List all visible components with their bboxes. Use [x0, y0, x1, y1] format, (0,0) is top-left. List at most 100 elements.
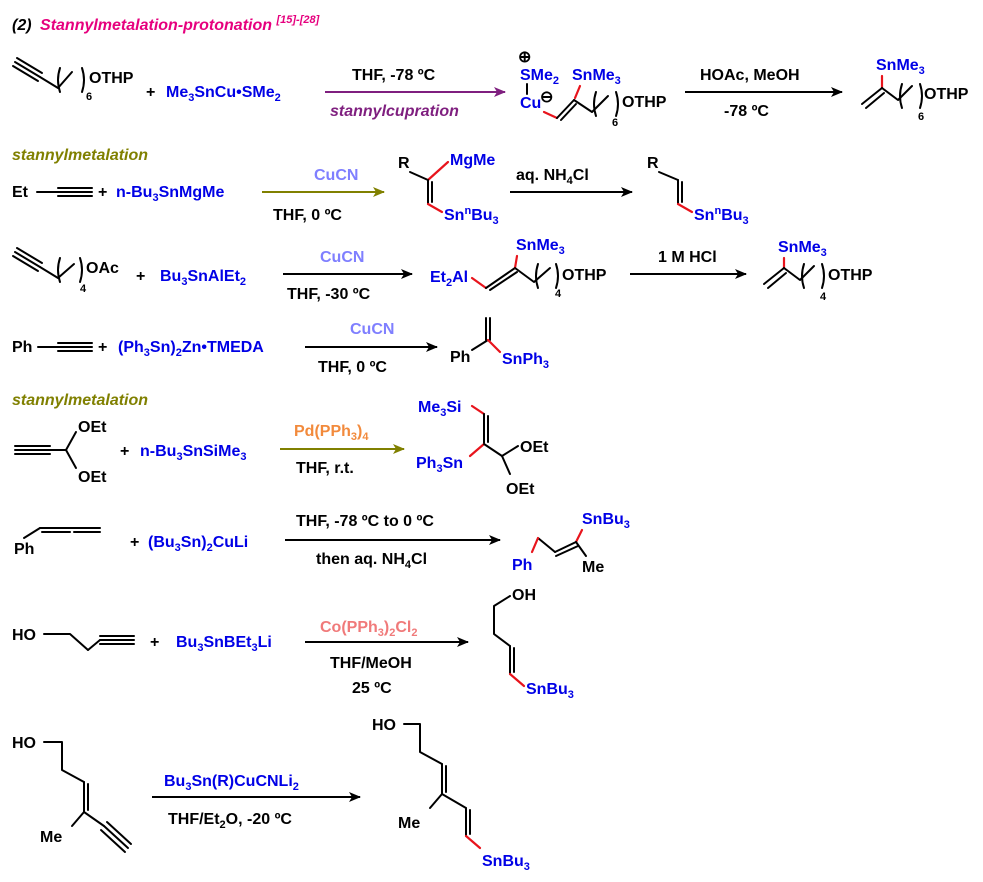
r3-arrow2-top: 1 M HCl — [658, 249, 717, 266]
r5-sub-oet2: OEt — [78, 469, 107, 486]
reaction-4: Ph + (Ph3Sn)2Zn•TMEDA CuCN THF, 0 ºC Ph … — [12, 317, 549, 376]
r1-sub-othp: OTHP — [89, 70, 134, 87]
r5-plus: + — [120, 443, 129, 460]
r2-plus: + — [98, 184, 107, 201]
reaction-3: OAc 4 + Bu3SnAlEt2 CuCN THF, -30 ºC Et2A… — [12, 237, 873, 303]
r4-product: Ph SnPh3 — [450, 317, 549, 371]
r2-reagent: n-Bu3SnMgMe — [116, 184, 224, 204]
r5-prod-me3si: Me3Si — [418, 399, 461, 419]
r4-prod-ph: Ph — [450, 349, 470, 366]
r4-arrow1-bottom: THF, 0 ºC — [318, 359, 387, 376]
r3-sub-oac: OAc — [86, 260, 119, 277]
reaction-8: HO Me Bu3Sn(R)CuCNLi2 THF/Et2O, -20 ºC H… — [12, 717, 530, 873]
r8-sub-ho: HO — [12, 735, 36, 752]
r1-arrow2-top: HOAc, MeOH — [700, 67, 800, 84]
r8-prod-me: Me — [398, 815, 420, 832]
r7-arrow1-mid: THF/MeOH — [330, 655, 412, 672]
r1-int-plus: ⊕ — [518, 49, 531, 66]
r6-arrow1-bottom: then aq. NH4Cl — [316, 551, 427, 571]
r7-plus: + — [150, 634, 159, 651]
r7-product: OH SnBu3 — [493, 587, 574, 701]
r2-int-sn: SnnBu3 — [444, 205, 499, 227]
r3-int-snme3: SnMe3 — [516, 237, 565, 257]
r4-sub-ph: Ph — [12, 339, 32, 356]
r4-reagent: (Ph3Sn)2Zn•TMEDA — [118, 339, 264, 359]
r2-arrow1-top: CuCN — [314, 167, 358, 184]
reaction-5: OEt OEt + n-Bu3SnSiMe3 Pd(PPh3)4 THF, r.… — [14, 399, 549, 498]
r8-product: HO Me SnBu3 — [372, 717, 530, 873]
r6-prod-me: Me — [582, 559, 604, 576]
r2-intermediate: R MgMe SnnBu3 — [398, 152, 499, 227]
r7-substrate: HO — [12, 627, 135, 651]
r3-arrow1-bottom: THF, -30 ºC — [287, 286, 371, 303]
r1-product: SnMe3 OTHP 6 — [861, 57, 969, 123]
label-stannylmetalation-1: stannylmetalation — [12, 147, 148, 164]
r6-plus: + — [130, 534, 139, 551]
r4-prod-sn: SnPh3 — [502, 351, 549, 371]
r7-prod-sn: SnBu3 — [526, 681, 574, 701]
r6-reagent: (Bu3Sn)2CuLi — [148, 534, 248, 554]
r1-int-snme3: SnMe3 — [572, 67, 621, 87]
r2-arrow2-top: aq. NH4Cl — [516, 167, 589, 187]
r3-product: SnMe3 OTHP 4 — [763, 239, 873, 303]
r8-substrate: HO Me — [12, 735, 132, 853]
r3-prod-n: 4 — [820, 291, 827, 303]
r5-prod-ph3sn: Ph3Sn — [416, 455, 463, 475]
r6-sub-ph: Ph — [14, 541, 34, 558]
r6-arrow1-top: THF, -78 ºC to 0 ºC — [296, 513, 434, 530]
r8-sub-me: Me — [40, 829, 62, 846]
section-title: Stannylmetalation-protonation — [40, 17, 272, 34]
r6-prod-ph: Ph — [512, 557, 532, 574]
r1-intermediate: ⊕ SMe2 SnMe3 Cu ⊖ OTHP 6 — [518, 49, 667, 129]
r1-prod-othp: OTHP — [924, 86, 969, 103]
r5-prod-oet1: OEt — [520, 439, 549, 456]
r8-arrow1-top: Bu3Sn(R)CuCNLi2 — [164, 773, 299, 793]
r8-prod-ho: HO — [372, 717, 396, 734]
r1-sub-n: 6 — [86, 91, 92, 103]
r2-int-r: R — [398, 155, 410, 172]
r2-prod-sn: SnnBu3 — [694, 205, 749, 227]
r5-substrate: OEt OEt — [14, 419, 107, 486]
r3-reagent: Bu3SnAlEt2 — [160, 268, 246, 288]
reaction-1: OTHP 6 + Me3SnCu•SMe2 THF, -78 ºC stanny… — [12, 49, 969, 129]
r8-prod-sn: SnBu3 — [482, 853, 530, 873]
r5-arrow1-top: Pd(PPh3)4 — [294, 423, 369, 443]
r3-sub-n: 4 — [80, 283, 87, 295]
r1-prod-snme3: SnMe3 — [876, 57, 925, 77]
r7-arrow1-bottom: 25 ºC — [352, 680, 392, 697]
r4-plus: + — [98, 339, 107, 356]
r1-int-sme2: SMe2 — [520, 67, 559, 87]
r1-int-cu: Cu — [520, 95, 541, 112]
r8-arrow1-bottom: THF/Et2O, -20 ºC — [168, 811, 292, 831]
r7-arrow1-top: Co(PPh3)2Cl2 — [320, 619, 417, 639]
r3-int-othp: OTHP — [562, 267, 607, 284]
r3-prod-othp: OTHP — [828, 267, 873, 284]
r7-reagent: Bu3SnBEt3Li — [176, 634, 272, 654]
label-stannylmetalation-2: stannylmetalation — [12, 392, 148, 409]
reaction-6: Ph + (Bu3Sn)2CuLi THF, -78 ºC to 0 ºC th… — [14, 511, 630, 576]
r3-intermediate: Et2Al SnMe3 OTHP 4 — [430, 237, 607, 300]
r6-product: SnBu3 Ph Me — [512, 511, 630, 576]
r1-substrate: OTHP 6 — [12, 57, 134, 103]
reaction-7: HO + Bu3SnBEt3Li Co(PPh3)2Cl2 THF/MeOH 2… — [12, 587, 574, 701]
r3-arrow1-top: CuCN — [320, 249, 364, 266]
svg-text:(2) Stannylmetalation-pr: (2) Stannylmetalation-protonation [15]-[… — [12, 14, 320, 34]
r1-int-othp: OTHP — [622, 94, 667, 111]
section-number: (2) — [12, 17, 32, 34]
r2-product: R SnnBu3 — [647, 155, 749, 227]
r1-prod-n: 6 — [918, 111, 924, 123]
r1-plus: + — [146, 84, 155, 101]
r7-sub-ho: HO — [12, 627, 36, 644]
section-refs: [15]-[28] — [275, 14, 319, 26]
r3-plus: + — [136, 268, 145, 285]
r5-sub-oet1: OEt — [78, 419, 107, 436]
r3-int-et2al: Et2Al — [430, 269, 468, 289]
section-header: (2) Stannylmetalation-protonation [15]-[… — [12, 14, 320, 34]
r6-substrate: Ph — [14, 527, 101, 558]
r1-int-minus: ⊖ — [540, 89, 553, 106]
r1-arrow1-bottom: stannylcupration — [330, 103, 459, 120]
r2-int-mgme: MgMe — [450, 152, 495, 169]
r3-substrate: OAc 4 — [12, 247, 119, 295]
r1-int-n: 6 — [612, 117, 618, 129]
